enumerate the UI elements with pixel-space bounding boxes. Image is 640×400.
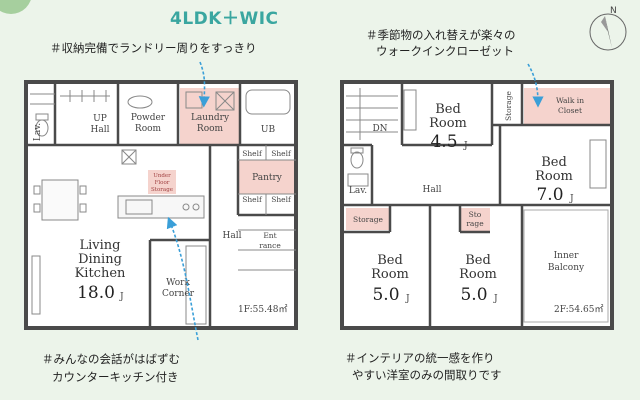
f2-bed1-unit: J (463, 141, 468, 151)
f2-balcony-label-2: Balcony (548, 263, 585, 273)
f1-shelf-c: Shelf (242, 195, 263, 204)
compass-north-label: N (610, 6, 617, 16)
f1-laundry-label-1: Laundry (191, 113, 230, 123)
f2-bed2-label-1: Bed (541, 155, 567, 170)
f1-living-label-2: Dining (78, 252, 122, 267)
f1-underfloor-label-3: Storage (151, 187, 173, 193)
f2-wic-label-1: Walk in (556, 96, 584, 105)
f1-shelf-a: Shelf (242, 149, 263, 158)
pantry-highlight (238, 160, 294, 194)
storage-left-highlight (346, 208, 390, 230)
f1-up-hall-label: Hall (91, 125, 110, 135)
f2-bed2-unit: J (569, 194, 574, 204)
f1-living-size: 18.0 (77, 283, 115, 303)
f1-shelf-d: Shelf (271, 195, 292, 204)
f2-bed1-size: 4.5 (430, 132, 457, 152)
note-interior-line1: ＃インテリアの統一感を作り (345, 351, 495, 365)
f2-dn-label: DN (372, 124, 387, 134)
f2-balcony-label-1: Inner (554, 251, 579, 261)
f2-lav-label: Lav. (349, 186, 367, 196)
laundry-room-highlight (180, 88, 240, 146)
f2-bed4-unit: J (493, 294, 498, 304)
f1-living-label-3: Kitchen (75, 266, 126, 281)
f1-hall-label: Hall (223, 231, 242, 241)
page-title: 4LDK＋WIC (170, 9, 279, 29)
f2-bed4-label-1: Bed (465, 253, 491, 268)
note-laundry: ＃収納完備でランドリー周りをすっきり (50, 41, 257, 55)
f2-hall-label: Hall (423, 185, 442, 195)
f1-lav-label: Lav. (33, 123, 43, 141)
f2-bed4-label-2: Room (459, 267, 497, 282)
f1-pantry-label: Pantry (252, 173, 283, 183)
f1-underfloor-label-1: Under (153, 173, 171, 179)
storage-small-highlight (460, 208, 490, 232)
under-floor-storage-highlight (148, 170, 176, 194)
f2-storage-small-label-2: rage (466, 219, 484, 228)
f1-laundry-label-2: Room (197, 124, 224, 134)
arrow-laundry (198, 61, 210, 108)
f1-powder-label-1: Powder (131, 113, 166, 123)
f2-area-label: 2F:54.65㎡ (554, 304, 603, 315)
f2-bed3-label-2: Room (371, 267, 409, 282)
compass-icon: N (589, 6, 627, 51)
floor2-plan: DN Bed Room 4.5 J Storage Walk in Closet… (340, 63, 614, 330)
arrow-wic (527, 63, 544, 108)
f2-bed2-size: 7.0 (536, 185, 563, 205)
f2-bed1-label-2: Room (429, 116, 467, 131)
f1-work-label-1: Work (166, 278, 190, 288)
f2-storage-left-label: Storage (353, 215, 384, 224)
f1-up-label: UP (93, 114, 107, 124)
f2-bed1-label-1: Bed (435, 102, 461, 117)
f2-bed3-size: 5.0 (372, 285, 399, 305)
arrow-counter (166, 216, 199, 341)
note-counter-line2: カウンターキッチン付き (52, 370, 179, 384)
note-wic-line2: ウォークインクローゼット (376, 44, 514, 58)
f1-ub-label: UB (261, 125, 276, 135)
f2-storage-top-label: Storage (504, 90, 513, 121)
f2-bed3-label-1: Bed (377, 253, 403, 268)
floor1-plan: Lav. UP Hall Powder Room Laundry Room UB… (24, 61, 298, 341)
f1-living-unit: J (119, 292, 124, 302)
f1-entrance-label-1: Ent (263, 231, 276, 240)
f1-entrance-label-2: rance (259, 241, 281, 250)
f1-living-label-1: Living (80, 238, 121, 253)
note-counter-line1: ＃みんなの会話がはばずむ (42, 352, 180, 366)
f2-bed3-unit: J (405, 294, 410, 304)
f2-bed2-label-2: Room (535, 169, 573, 184)
f2-storage-small-label-1: Sto (469, 210, 482, 219)
note-wic-line1: ＃季節物の入れ替えが楽々の (366, 28, 516, 42)
f2-wic-label-2: Closet (558, 106, 582, 115)
f1-powder-label-2: Room (135, 124, 162, 134)
f1-work-label-2: Corner (162, 289, 195, 299)
f2-bed4-size: 5.0 (460, 285, 487, 305)
f1-underfloor-label-2: Floor (155, 180, 170, 186)
f1-area-label: 1F:55.48㎡ (238, 304, 287, 315)
note-interior-line2: やすい洋室のみの間取りです (352, 368, 502, 382)
f1-shelf-b: Shelf (271, 149, 292, 158)
